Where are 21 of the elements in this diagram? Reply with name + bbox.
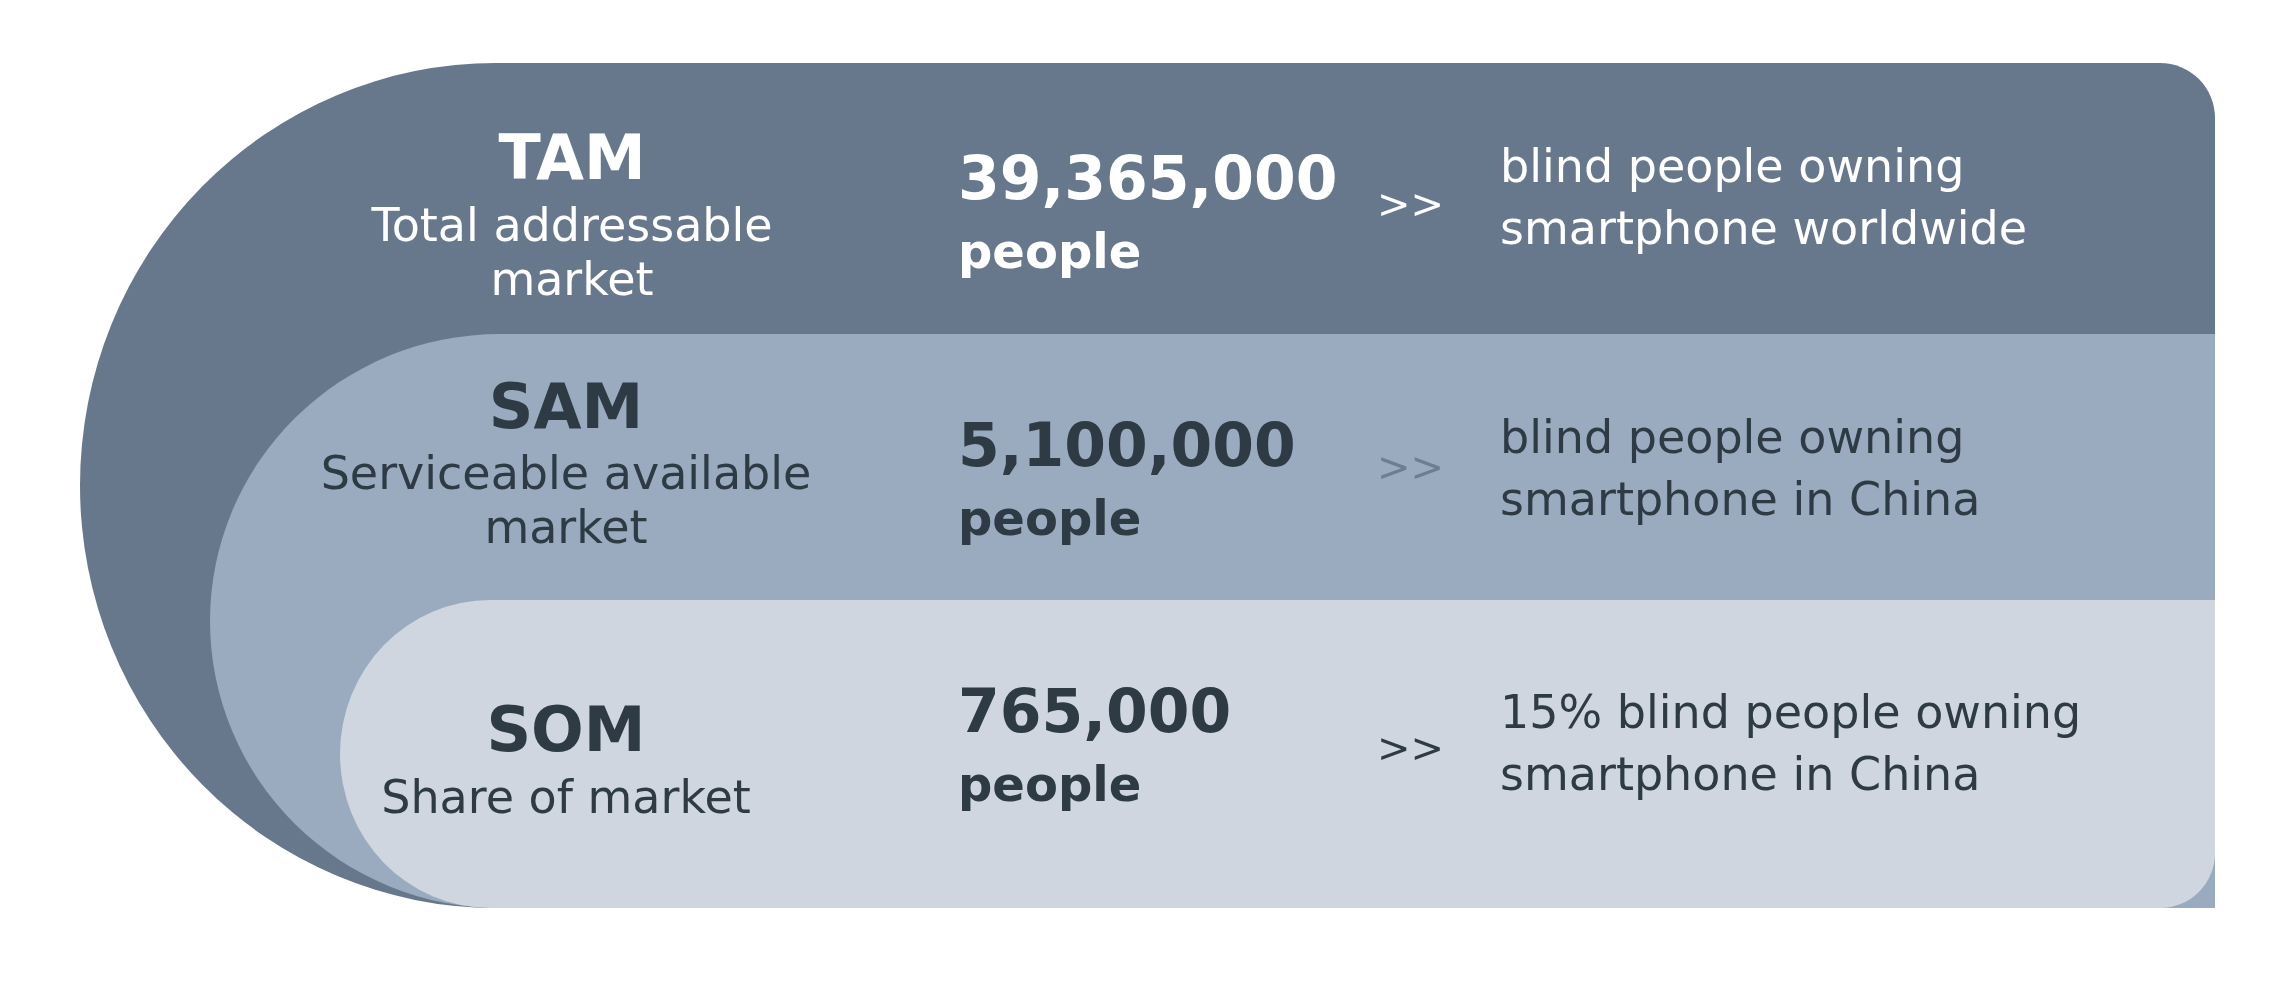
segment-description: 15% blind people owning smartphone in China xyxy=(1500,684,2083,803)
market-band xyxy=(210,334,2215,908)
chevron-separator: >> xyxy=(1377,726,1445,770)
market-band xyxy=(80,63,2215,908)
chevron-separator: >> xyxy=(1377,445,1445,489)
segment-description: blind people owning smartphone in China xyxy=(1500,409,1982,528)
market-acronym: SAM xyxy=(488,373,644,441)
market-name: Share of market xyxy=(380,770,752,824)
market-band xyxy=(340,600,2215,908)
market-name: Total addressable market xyxy=(370,198,774,306)
chevron-separator: >> xyxy=(1377,182,1445,226)
market-acronym: TAM xyxy=(498,124,646,192)
count-unit: people xyxy=(958,224,1142,278)
market-acronym: SOM xyxy=(486,696,646,764)
count-unit: people xyxy=(958,757,1142,811)
people-count: 39,365,000 xyxy=(958,145,1338,211)
segment-description: blind people owning smartphone worldwide xyxy=(1500,138,2029,257)
people-count: 765,000 xyxy=(958,678,1232,744)
count-unit: people xyxy=(958,491,1142,545)
people-count: 5,100,000 xyxy=(958,412,1296,478)
market-name: Serviceable available market xyxy=(320,446,812,554)
